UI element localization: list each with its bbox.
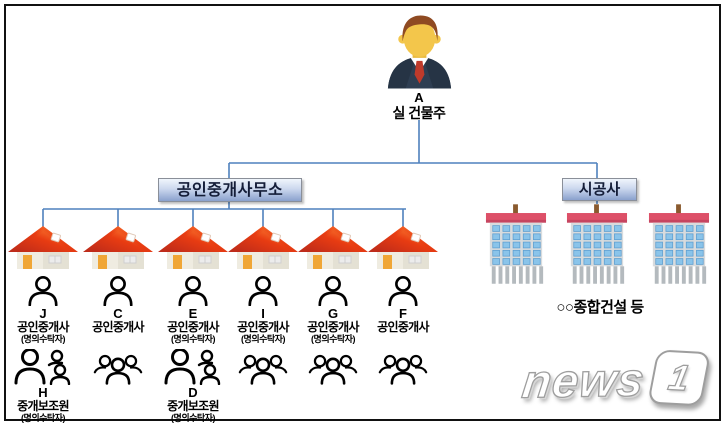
root-letter: A <box>414 90 424 105</box>
watermark-badge: 1 <box>646 349 711 407</box>
agent-role: 공인중개사 <box>377 320 429 334</box>
agent-note: (명의수탁자) <box>241 334 285 344</box>
people-group-icon <box>378 352 428 385</box>
house-icon <box>7 224 79 270</box>
people-duo-icon <box>14 349 72 385</box>
assistant-group: D 중개보조원 (명의수탁자) <box>148 349 238 424</box>
agent-letter: I <box>261 306 265 321</box>
agent-role: 공인중개사 <box>92 320 144 334</box>
agent-column: C 공인중개사 <box>78 224 158 334</box>
root-name: 실 건물주 <box>392 105 446 121</box>
contractor-box: 시공사 <box>562 178 637 201</box>
agent-column: I 공인중개사 (명의수탁자) <box>223 224 303 345</box>
assistant-letter: H <box>38 385 48 400</box>
house-icon <box>297 224 369 270</box>
agent-role: 공인중개사 <box>17 320 69 334</box>
agent-note: (명의수탁자) <box>21 334 65 344</box>
people-group-icon <box>93 352 143 385</box>
agent-role: 공인중개사 <box>307 320 359 334</box>
agent-column: G 공인중개사 (명의수탁자) <box>293 224 373 345</box>
agent-note: (명의수탁자) <box>311 334 355 344</box>
house-icon <box>367 224 439 270</box>
agent-column: F 공인중개사 <box>363 224 443 334</box>
person-icon <box>247 276 279 306</box>
agent-column: E 공인중개사 (명의수탁자) <box>153 224 233 345</box>
agent-letter: G <box>327 306 339 321</box>
person-icon <box>317 276 349 306</box>
watermark-badge-digit: 1 <box>664 356 693 399</box>
person-icon <box>102 276 134 306</box>
agent-role: 공인중개사 <box>237 320 289 334</box>
assistant-group: H 중개보조원 (명의수탁자) <box>0 349 88 424</box>
staff-group <box>358 349 448 385</box>
border-frame <box>4 4 721 421</box>
assistant-note: (명의수탁자) <box>171 413 215 423</box>
agent-letter: C <box>113 306 123 321</box>
assistant-role: 중개보조원 <box>17 399 69 413</box>
people-duo-icon <box>164 349 222 385</box>
assistant-letter: D <box>188 385 198 400</box>
agent-note: (명의수탁자) <box>171 334 215 344</box>
building-icon <box>648 203 710 287</box>
agent-role: 공인중개사 <box>167 320 219 334</box>
person-icon <box>27 276 59 306</box>
person-icon <box>177 276 209 306</box>
building-icon <box>566 203 628 287</box>
agent-letter: J <box>39 306 47 321</box>
house-icon <box>157 224 229 270</box>
people-group-icon <box>308 352 358 385</box>
people-group-icon <box>238 352 288 385</box>
businessman-icon <box>382 13 457 89</box>
person-icon <box>387 276 419 306</box>
agent-letter: E <box>188 306 198 321</box>
office-box: 공인중개사무소 <box>158 178 302 202</box>
agent-column: J 공인중개사 (명의수탁자) <box>3 224 83 345</box>
building-icon <box>485 203 547 287</box>
house-icon <box>227 224 299 270</box>
assistant-note: (명의수탁자) <box>21 413 65 423</box>
assistant-role: 중개보조원 <box>167 399 219 413</box>
watermark-logo: news 1 <box>519 349 711 408</box>
house-icon <box>82 224 154 270</box>
agent-letter: F <box>399 306 407 321</box>
watermark-text: news <box>519 351 649 408</box>
contractor-caption: ○○종합건설 등 <box>556 299 644 316</box>
